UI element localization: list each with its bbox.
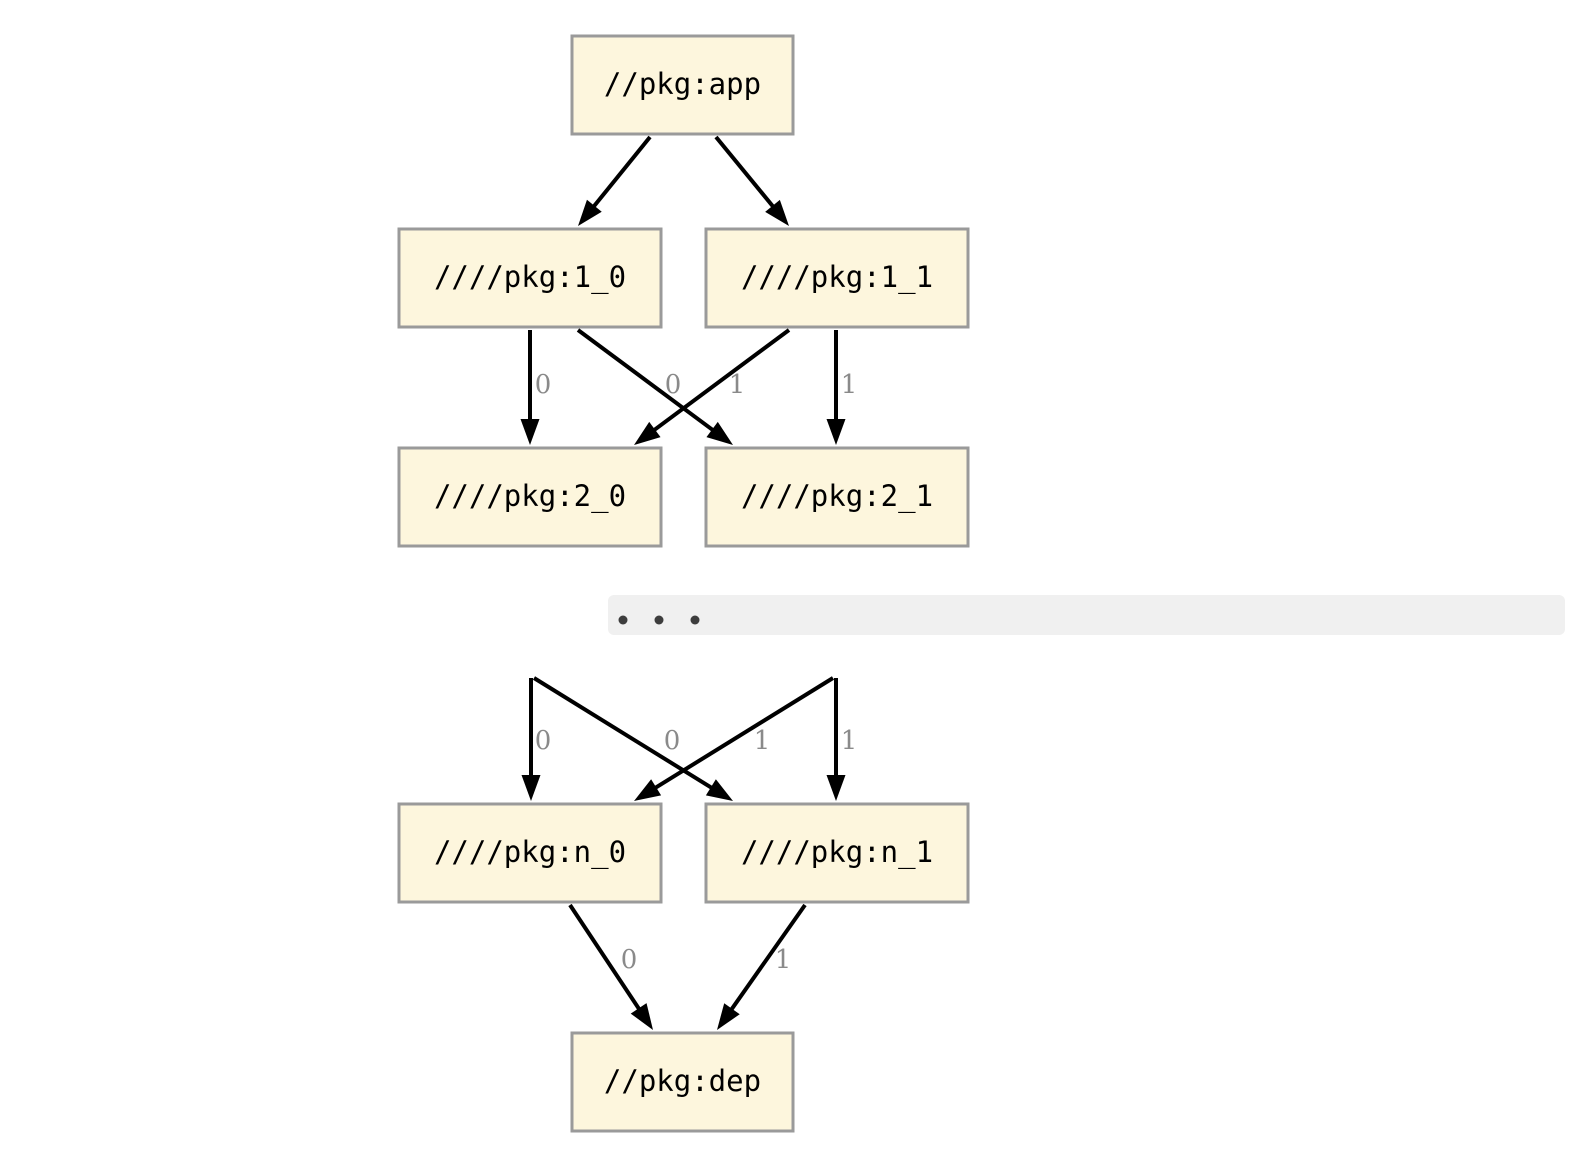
node-box[interactable] — [570, 1031, 795, 1133]
node-label: ////pkg:n_0 — [434, 835, 626, 870]
edge-arrowhead — [706, 421, 733, 445]
ellipsis-dot-2 — [690, 615, 700, 625]
edge-line — [568, 903, 643, 1014]
node-box[interactable] — [570, 34, 795, 136]
graph-node-n1_0[interactable]: ////pkg:1_0 — [397, 227, 663, 329]
ellipsis-band — [608, 595, 1565, 635]
ellipsis-dot-0 — [618, 615, 628, 625]
graph-edge: 0 — [521, 678, 552, 801]
edge-arrowhead — [705, 779, 733, 801]
node-label: ////pkg:n_1 — [741, 835, 933, 870]
graph-edge: 1 — [717, 903, 807, 1030]
graph-edge: 0 — [520, 330, 552, 445]
node-label: //pkg:dep — [604, 1064, 761, 1098]
edge-label: 1 — [754, 726, 771, 756]
edge-arrowhead — [634, 779, 662, 801]
graph-node-n2_1[interactable]: ////pkg:2_1 — [704, 446, 970, 548]
edge-label: 0 — [621, 945, 638, 975]
graph-edge: 0 — [634, 328, 791, 445]
edge-arrowhead — [717, 1003, 740, 1030]
node-box[interactable] — [704, 227, 970, 329]
nodes-layer: //pkg:app ////pkg:1_0 ////pkg:1_1 ////pkg:2… — [397, 34, 970, 1133]
edge-line — [727, 903, 807, 1014]
node-box[interactable] — [397, 802, 663, 904]
edge-line — [589, 135, 652, 211]
graph-edge — [714, 135, 789, 226]
edge-arrowhead — [634, 421, 661, 445]
edge-arrowhead — [578, 199, 602, 226]
graph-node-n1_1[interactable]: ////pkg:1_1 — [704, 227, 970, 329]
graph-edge: 0 — [634, 676, 835, 801]
edge-arrowhead — [826, 419, 846, 445]
graph-edge: 1 — [826, 330, 858, 445]
graph-node-dep[interactable]: //pkg:dep — [570, 1031, 795, 1133]
node-label: ////pkg:1_1 — [741, 260, 933, 295]
edge-line — [714, 135, 778, 211]
edge-arrowhead — [765, 199, 789, 226]
graph-edge: 1 — [826, 678, 858, 801]
edge-label: 1 — [841, 370, 858, 400]
edge-line — [649, 328, 791, 434]
edge-line — [576, 328, 718, 434]
graph-edge: 1 — [576, 328, 746, 445]
edge-label: 0 — [665, 370, 682, 400]
graph-edge: 0 — [568, 903, 653, 1030]
edge-arrowhead — [826, 775, 846, 801]
ellipsis-band-background — [608, 595, 1565, 635]
edge-arrowhead — [630, 1003, 653, 1030]
edge-label: 1 — [841, 726, 858, 756]
node-label: ////pkg:2_0 — [434, 479, 626, 514]
edge-arrowhead — [521, 775, 541, 801]
node-box[interactable] — [704, 802, 970, 904]
edge-label: 0 — [664, 726, 681, 756]
edge-line — [532, 676, 716, 792]
graph-node-n2_0[interactable]: ////pkg:2_0 — [397, 446, 663, 548]
graph-node-app[interactable]: //pkg:app — [570, 34, 795, 136]
edge-label: 1 — [729, 370, 746, 400]
ellipsis-dot-1 — [654, 615, 664, 625]
edge-label: 1 — [775, 945, 792, 975]
node-box[interactable] — [397, 446, 663, 548]
node-label: //pkg:app — [604, 67, 761, 101]
graph-node-nn_1[interactable]: ////pkg:n_1 — [704, 802, 970, 904]
node-box[interactable] — [397, 227, 663, 329]
edge-arrowhead — [520, 419, 540, 445]
edge-label: 0 — [535, 726, 552, 756]
graph-node-nn_0[interactable]: ////pkg:n_0 — [397, 802, 663, 904]
edge-label: 0 — [535, 370, 552, 400]
node-label: ////pkg:2_1 — [741, 479, 933, 514]
graph-edge — [578, 135, 652, 226]
node-label: ////pkg:1_0 — [434, 260, 626, 295]
edge-line — [651, 676, 835, 792]
edges-layer: 0 1 0 1 0 1 0 1 0 1 — [520, 135, 858, 1030]
node-box[interactable] — [704, 446, 970, 548]
